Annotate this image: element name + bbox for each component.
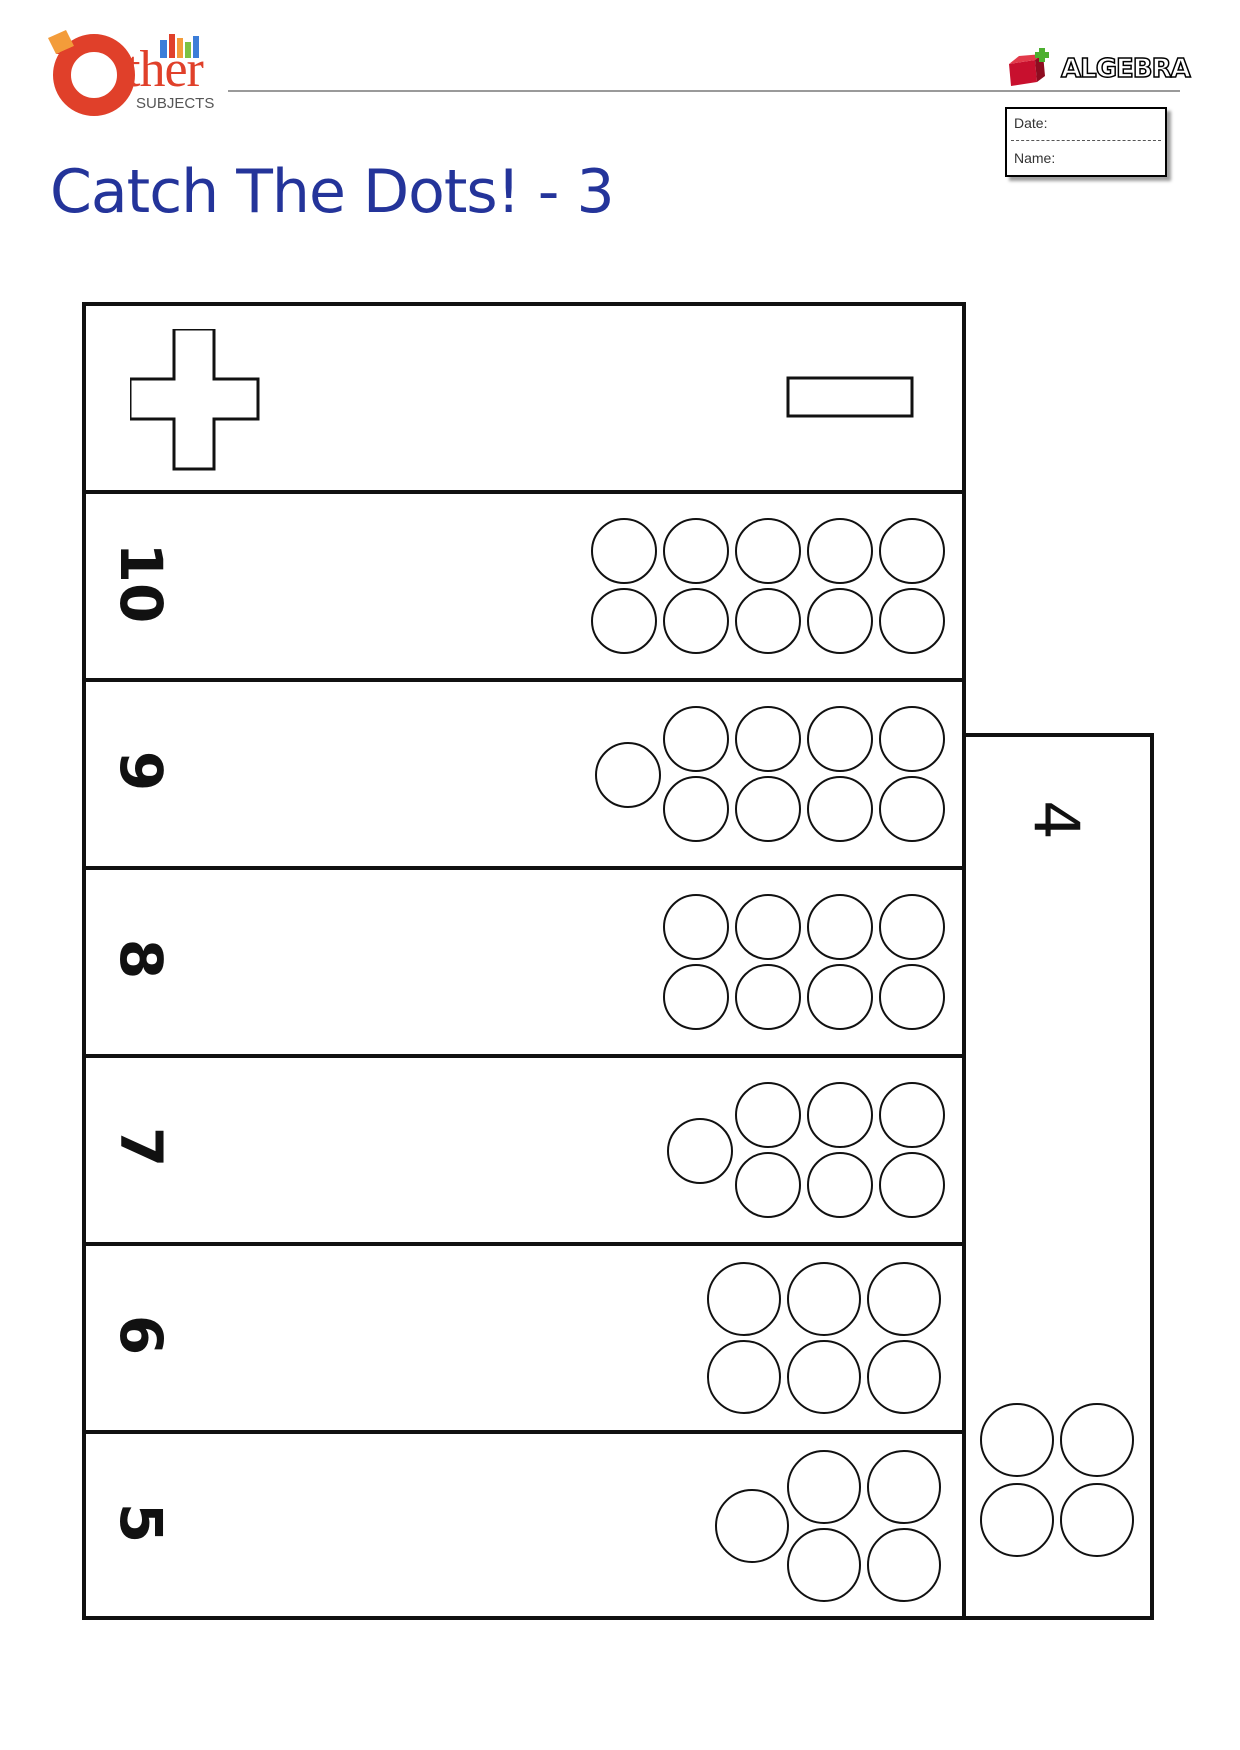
row-number: 10 [107, 542, 175, 624]
plus-sign-icon [130, 329, 260, 471]
dot [879, 964, 945, 1030]
dot [667, 1118, 733, 1184]
dot [879, 776, 945, 842]
dot [1060, 1483, 1134, 1557]
row-number: 8 [107, 938, 175, 980]
dot [735, 588, 801, 654]
blocks-icon [1009, 48, 1049, 86]
dot [807, 706, 873, 772]
dot [591, 588, 657, 654]
date-label: Date: [1014, 115, 1048, 131]
dot [867, 1528, 941, 1602]
minus-sign-icon [786, 376, 914, 418]
dot [735, 518, 801, 584]
dot [879, 894, 945, 960]
row-8: 8 [86, 866, 962, 1054]
dot [735, 776, 801, 842]
dot [879, 1082, 945, 1148]
dot [879, 518, 945, 584]
dot [787, 1340, 861, 1414]
row-number: 9 [107, 750, 175, 792]
dot [707, 1262, 781, 1336]
dot [707, 1340, 781, 1414]
dot [807, 894, 873, 960]
dot [807, 588, 873, 654]
dot [879, 706, 945, 772]
dot [807, 964, 873, 1030]
row-9: 9 [86, 678, 962, 866]
dot [735, 1152, 801, 1218]
algebra-badge: ALGEBRA [1005, 48, 1192, 90]
books-icon [160, 34, 199, 58]
other-subjects-logo: ther SUBJECTS [44, 20, 244, 120]
row-number: 5 [107, 1502, 175, 1544]
side-number: 4 [1020, 800, 1093, 840]
dot [663, 894, 729, 960]
dot [735, 1082, 801, 1148]
name-label: Name: [1014, 150, 1056, 166]
logo-text: ther [126, 41, 204, 98]
dot [735, 706, 801, 772]
row-5: 5 [86, 1430, 962, 1620]
dot [663, 964, 729, 1030]
dot [787, 1450, 861, 1524]
dot [980, 1403, 1054, 1477]
dot [867, 1450, 941, 1524]
date-name-box: Date: Name: [1005, 107, 1167, 177]
dot [807, 1082, 873, 1148]
logo-subtitle: SUBJECTS [136, 95, 215, 112]
dot [807, 518, 873, 584]
row-6: 6 [86, 1242, 962, 1430]
dot [735, 964, 801, 1030]
dot [867, 1340, 941, 1414]
row-number: 6 [107, 1314, 175, 1356]
dot [663, 706, 729, 772]
logo-ring-icon [48, 30, 135, 116]
header-divider [228, 90, 1180, 92]
dot [735, 894, 801, 960]
dot [715, 1489, 789, 1563]
dot [867, 1262, 941, 1336]
dot [980, 1483, 1054, 1557]
row-number: 7 [107, 1126, 175, 1168]
dot [879, 1152, 945, 1218]
dot [807, 1152, 873, 1218]
dots-table: 10 9 8 7 6 5 [82, 302, 966, 1620]
dot [663, 518, 729, 584]
dot [591, 518, 657, 584]
date-name-divider [1011, 140, 1161, 141]
dot [595, 742, 661, 808]
dot [663, 588, 729, 654]
row-10: 10 [86, 490, 962, 678]
dot [807, 776, 873, 842]
dot [787, 1262, 861, 1336]
row-7: 7 [86, 1054, 962, 1242]
worksheet-title: Catch The Dots! - 3 [50, 157, 615, 227]
dot [663, 776, 729, 842]
side-column: 4 [962, 733, 1154, 1620]
dot [1060, 1403, 1134, 1477]
algebra-label: ALGEBRA [1060, 53, 1191, 85]
dot [787, 1528, 861, 1602]
dot [879, 588, 945, 654]
